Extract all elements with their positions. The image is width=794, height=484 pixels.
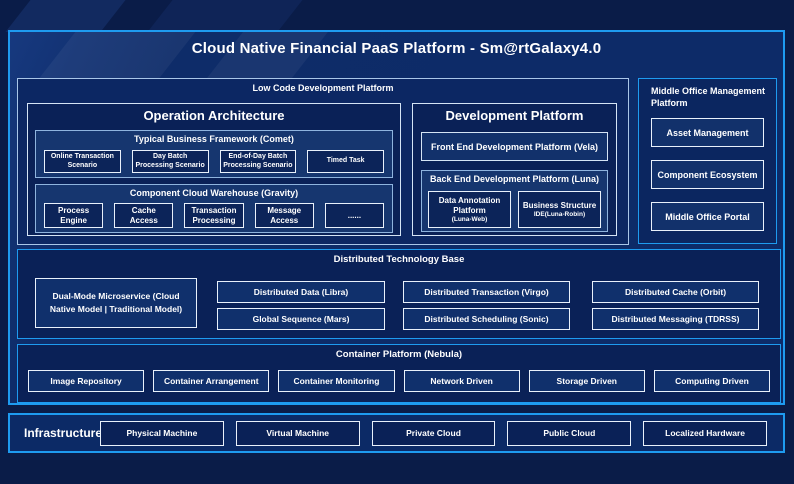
- physical-machine-box: Physical Machine: [100, 420, 224, 446]
- asset-management-box: Asset Management: [651, 118, 764, 147]
- typical-business-framework-items: Online Transaction Scenario Day Batch Pr…: [44, 150, 384, 173]
- development-platform-box: Development Platform Front End Developme…: [412, 103, 617, 236]
- top-decoration-streak: [5, 0, 126, 32]
- component-box: Transaction Processing: [184, 203, 244, 228]
- development-platform-title: Development Platform: [445, 108, 584, 123]
- network-driven-box: Network Driven: [403, 370, 520, 392]
- component-ecosystem-box: Component Ecosystem: [651, 160, 764, 189]
- component-box: Process Engine: [44, 203, 104, 228]
- container-arrangement-box: Container Arrangement: [153, 370, 270, 392]
- container-platform-label: Container Platform (Nebula): [335, 349, 463, 360]
- distributed-data-box: Distributed Data (Libra): [217, 281, 385, 303]
- component-box: Message Access: [254, 203, 314, 228]
- middle-office-portal-box: Middle Office Portal: [651, 202, 764, 231]
- distributed-messaging-box: Distributed Messaging (TDRSS): [592, 308, 759, 330]
- business-structure-ide-box: Business Structure IDE(Luna-Robin): [518, 191, 601, 228]
- distributed-transaction-box: Distributed Transaction (Virgo): [403, 281, 570, 303]
- virtual-machine-box: Virtual Machine: [235, 420, 360, 446]
- component-box-more: ......: [324, 203, 385, 228]
- data-annotation-platform-label: Data Annotation Platform: [438, 195, 501, 215]
- back-end-development-platform-title: Back End Development Platform (Luna): [429, 174, 600, 184]
- infrastructure-section: Infrastructure Physical Machine Virtual …: [8, 413, 785, 453]
- storage-driven-box: Storage Driven: [528, 370, 645, 392]
- public-cloud-box: Public Cloud: [507, 420, 632, 446]
- global-sequence-box: Global Sequence (Mars): [217, 308, 385, 330]
- data-annotation-platform-sublabel: (Luna-Web): [451, 216, 488, 224]
- container-monitoring-box: Container Monitoring: [278, 370, 395, 392]
- container-platform-items: Image Repository Container Arrangement C…: [28, 370, 771, 392]
- data-annotation-platform-box: Data Annotation Platform (Luna-Web): [428, 191, 511, 228]
- business-structure-ide-sublabel: IDE(Luna-Robin): [533, 211, 586, 219]
- operation-architecture-title: Operation Architecture: [143, 108, 285, 123]
- middle-office-items: Asset Management Component Ecosystem Mid…: [651, 118, 764, 231]
- middle-office-management-platform-section: Middle Office Management Platform Asset …: [638, 78, 777, 244]
- scenario-box: Day Batch Processing Scenario: [131, 150, 209, 173]
- back-end-items: Data Annotation Platform (Luna-Web) Busi…: [428, 191, 601, 228]
- private-cloud-box: Private Cloud: [371, 420, 496, 446]
- scenario-box: Timed Task: [307, 150, 384, 173]
- localized-hardware-box: Localized Hardware: [643, 420, 767, 446]
- container-platform-section: Container Platform (Nebula) Image Reposi…: [17, 344, 781, 403]
- top-decoration-streak: [147, 0, 303, 32]
- typical-business-framework-title: Typical Business Framework (Comet): [134, 134, 294, 144]
- component-cloud-warehouse-title: Component Cloud Warehouse (Gravity): [129, 188, 299, 198]
- scenario-box: End-of-Day Batch Processing Scenario: [219, 150, 297, 173]
- operation-architecture-box: Operation Architecture Typical Business …: [27, 103, 401, 236]
- distributed-scheduling-box: Distributed Scheduling (Sonic): [403, 308, 570, 330]
- back-end-development-platform-band: Back End Development Platform (Luna) Dat…: [421, 170, 608, 232]
- component-cloud-warehouse-band: Component Cloud Warehouse (Gravity) Proc…: [35, 184, 393, 233]
- low-code-development-platform-section: Low Code Development Platform Operation …: [17, 78, 629, 245]
- typical-business-framework-band: Typical Business Framework (Comet) Onlin…: [35, 130, 393, 178]
- dual-mode-microservice-box: Dual-Mode Microservice (Cloud Native Mod…: [35, 278, 197, 328]
- component-cloud-warehouse-items: Process Engine Cache Access Transaction …: [44, 203, 385, 228]
- front-end-development-platform-box: Front End Development Platform (Vela): [421, 132, 608, 161]
- page-title: Cloud Native Financial PaaS Platform - S…: [191, 40, 602, 57]
- infrastructure-items: Physical Machine Virtual Machine Private…: [100, 420, 767, 446]
- distributed-cache-box: Distributed Cache (Orbit): [592, 281, 759, 303]
- component-box: Cache Access: [114, 203, 174, 228]
- distributed-technology-base-section: Distributed Technology Base Dual-Mode Mi…: [17, 249, 781, 339]
- middle-office-section-label: Middle Office Management Platform: [651, 86, 766, 109]
- computing-driven-box: Computing Driven: [653, 370, 771, 392]
- image-repository-box: Image Repository: [28, 370, 145, 392]
- scenario-box: Online Transaction Scenario: [44, 150, 121, 173]
- low-code-section-label: Low Code Development Platform: [252, 83, 394, 93]
- business-structure-ide-label: Business Structure: [522, 200, 597, 210]
- distributed-technology-base-label: Distributed Technology Base: [333, 254, 465, 265]
- platform-main-panel: Cloud Native Financial PaaS Platform - S…: [8, 30, 785, 405]
- infrastructure-label: Infrastructure: [24, 426, 103, 440]
